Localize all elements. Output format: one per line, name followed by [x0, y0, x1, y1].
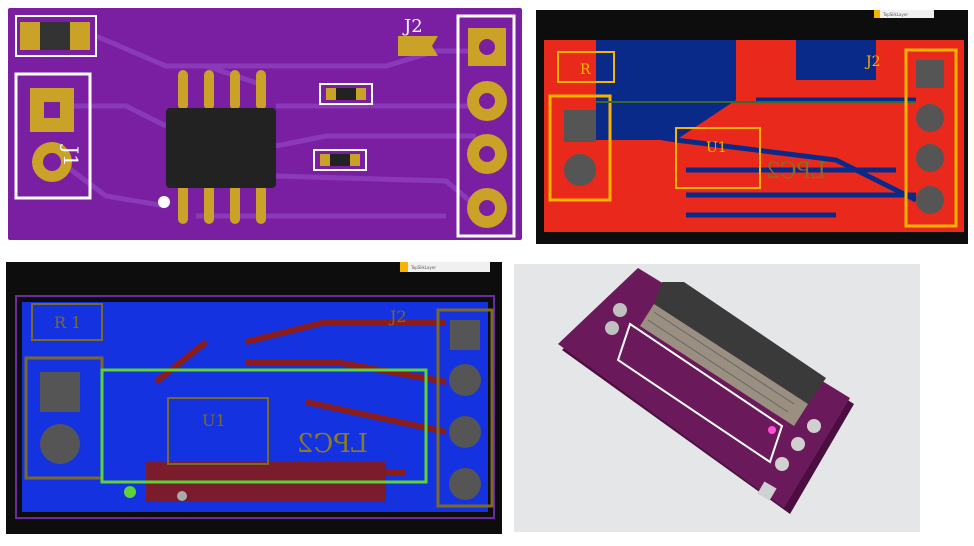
svg-text:TopSilkLayer: TopSilkLayer	[882, 12, 908, 17]
pcb-blue-layer-view: TopSilkLayer R 1 U1 LPC2 J2	[6, 262, 502, 534]
svg-text:J2: J2	[864, 54, 881, 70]
header-silkscreen	[456, 14, 516, 238]
j1-label: J1	[59, 144, 83, 167]
r1-body	[40, 22, 70, 50]
svg-text:LPC2: LPC2	[297, 429, 368, 459]
pcb-red-layer-panel: TopSilkLayer R U1 LPC2 J2	[536, 10, 968, 244]
render-3d-panel	[514, 264, 920, 532]
j2-label: J2	[402, 16, 423, 37]
svg-text:U1: U1	[706, 140, 727, 156]
svg-text:R 1: R 1	[54, 313, 81, 332]
layer-tab[interactable]	[400, 262, 490, 272]
svg-text:LPC2: LPC2	[766, 159, 826, 184]
pcb-top-view-panel: J1 J2	[6, 6, 524, 242]
svg-text:J2: J2	[388, 307, 407, 326]
r1-pad-right	[70, 22, 90, 50]
c1-silkscreen	[319, 83, 373, 105]
fpc-connector-top[interactable]	[654, 282, 826, 404]
fpc-connector-body	[640, 304, 808, 426]
svg-text:R: R	[580, 62, 591, 78]
svg-text:U1: U1	[202, 411, 226, 430]
c2-silkscreen	[313, 149, 367, 171]
pcb-red-layer-view: TopSilkLayer R U1 LPC2 J2	[536, 10, 968, 244]
render-3d-view	[514, 264, 920, 532]
svg-text:TopSilkLayer: TopSilkLayer	[410, 265, 436, 270]
j2-pad	[398, 36, 438, 56]
layer-tab[interactable]	[874, 10, 934, 18]
pcb-top-view: J1 J2	[8, 8, 522, 240]
j1-silkscreen	[14, 72, 92, 200]
r1-pad-left	[20, 22, 40, 50]
r1-silkscreen	[15, 15, 97, 57]
board	[558, 268, 850, 508]
ic-u1	[158, 70, 276, 224]
pcb-blue-layer-panel: TopSilkLayer R 1 U1 LPC2 J2	[6, 262, 502, 534]
